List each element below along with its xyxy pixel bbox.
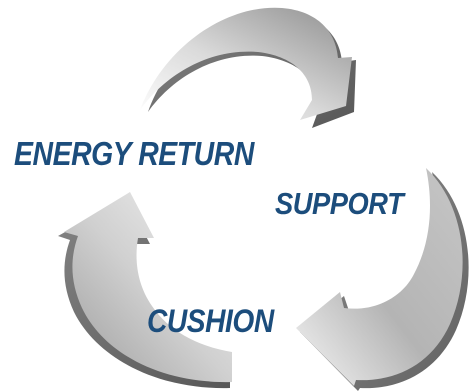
arrow-left-face [64,192,232,383]
arrow-top-face [140,7,352,120]
arrow-right [296,168,469,391]
label-energy-return: ENERGY RETURN [14,135,254,172]
label-support: SUPPORT [275,186,404,221]
label-cushion: CUSHION [147,303,274,339]
arrow-top [140,7,356,128]
arrow-right-face [296,168,463,386]
arrow-left [58,192,232,389]
